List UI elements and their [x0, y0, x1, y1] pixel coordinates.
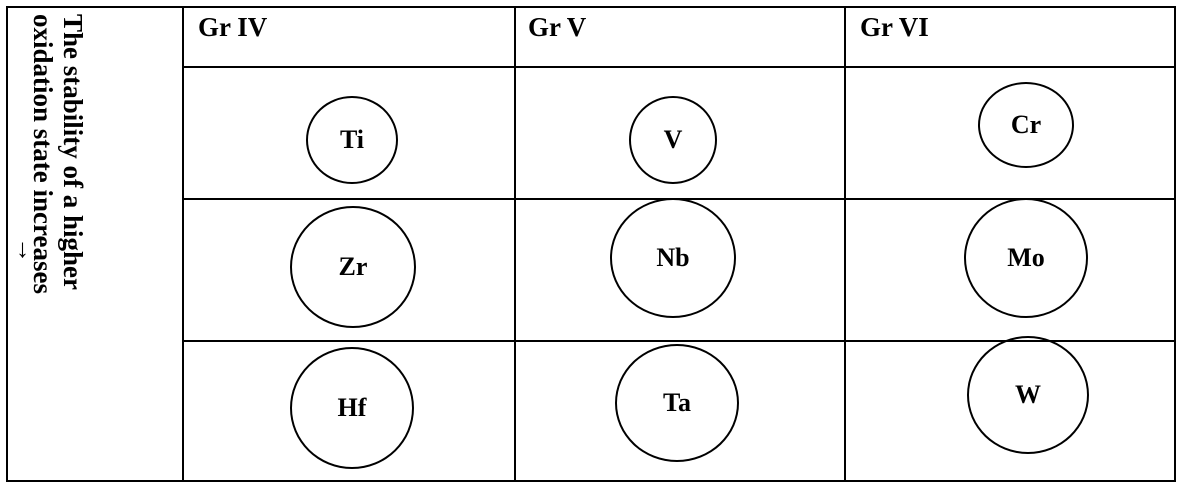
element-w: W — [967, 336, 1089, 454]
element-cr: Cr — [978, 82, 1074, 168]
table-frame — [6, 6, 1176, 482]
element-v: V — [629, 96, 717, 184]
group-header-vi: Gr VI — [860, 12, 929, 42]
group-header-v: Gr V — [528, 12, 587, 42]
row-divider — [184, 66, 1176, 68]
element-ta: Ta — [615, 344, 739, 462]
element-nb: Nb — [610, 198, 736, 318]
element-mo: Mo — [964, 198, 1088, 318]
element-ti: Ti — [306, 96, 398, 184]
column-divider — [844, 6, 846, 482]
element-zr: Zr — [290, 206, 416, 328]
column-divider — [514, 6, 516, 482]
side-label-cell: The stability of a higher oxidation stat… — [6, 6, 184, 482]
group-header-iv: Gr IV — [198, 12, 268, 42]
stability-trend-label: The stability of a higher oxidation stat… — [28, 14, 88, 294]
row-divider — [184, 340, 1176, 342]
down-arrow-icon: ↓ — [16, 234, 29, 263]
element-hf: Hf — [290, 347, 414, 469]
